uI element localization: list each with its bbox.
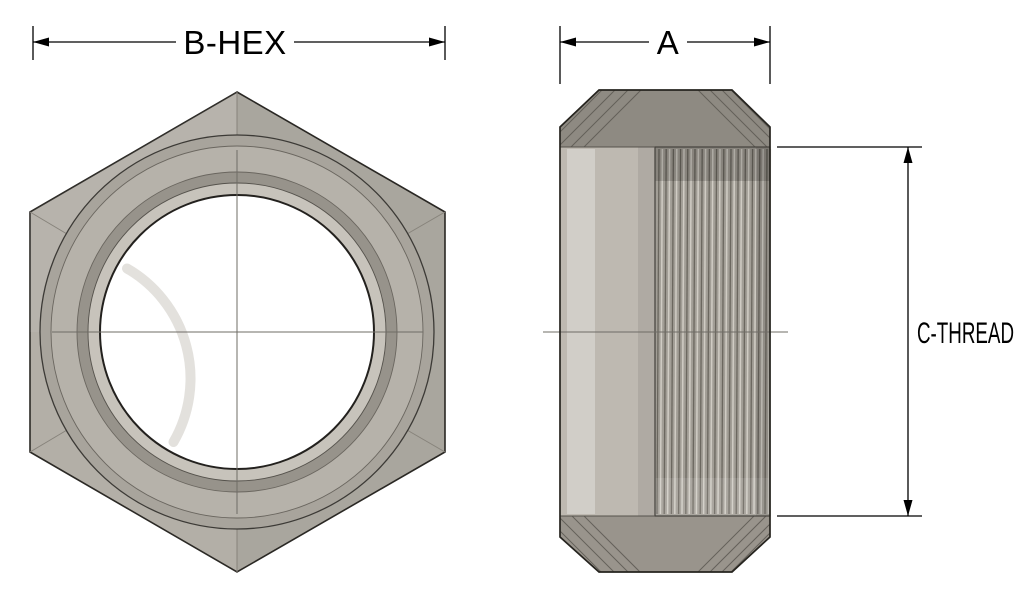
dimension-c-thread: C-THREAD <box>777 146 1014 517</box>
c-thread-label: C-THREAD <box>917 317 1014 350</box>
front-view <box>29 91 446 573</box>
side-top-chamfer-band <box>560 90 770 147</box>
side-bottom-chamfer-band <box>560 516 770 572</box>
dimension-b-hex: B-HEX <box>32 24 446 61</box>
dimension-a: A <box>559 24 771 84</box>
arrow-left-icon <box>560 37 576 47</box>
side-outline <box>559 89 771 573</box>
chamfer-hatch-bottom-left <box>559 515 641 573</box>
hex-corner-creases <box>29 92 446 572</box>
arrow-down-icon <box>903 500 913 516</box>
chamfer-hatch-bottom-right <box>697 515 771 573</box>
arrow-left-icon <box>33 37 49 47</box>
a-label: A <box>657 24 680 61</box>
thread-bottom-light <box>655 478 770 516</box>
chamfer-hatch-top-left <box>559 89 642 148</box>
arrow-up-icon <box>903 147 913 163</box>
side-band-edges <box>560 146 655 517</box>
arrow-right-icon <box>429 37 445 47</box>
bore-thread-shadow-arc <box>122 263 196 447</box>
b-hex-label: B-HEX <box>183 24 286 61</box>
front-centerlines <box>52 150 423 514</box>
thread-top-shadow <box>655 147 770 181</box>
arrow-right-icon <box>754 37 770 47</box>
chamfer-hatch-top-right <box>697 89 771 148</box>
side-view <box>543 89 788 573</box>
